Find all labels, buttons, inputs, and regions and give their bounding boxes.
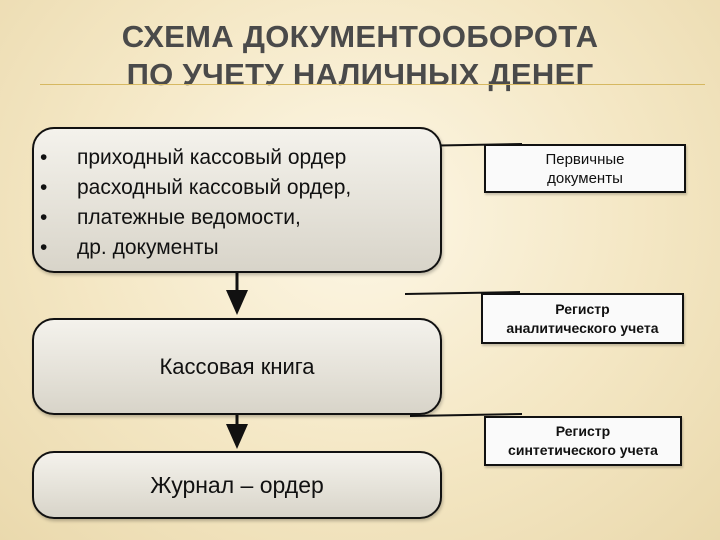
analytic-label-line-2: аналитического учета — [506, 319, 659, 336]
cash-book-label: Кассовая книга — [159, 353, 315, 379]
page-title: СХЕМА ДОКУМЕНТООБОРОТА ПО УЧЕТУ НАЛИЧНЫХ… — [0, 18, 720, 94]
journal-order-box: Журнал – ордер — [32, 451, 442, 519]
connector-synthetic — [409, 413, 523, 417]
primary-documents-label: Первичные документы — [484, 144, 686, 193]
documents-list-item: приходный кассовый ордер — [40, 143, 440, 173]
analytic-register-label: Регистр аналитического учета — [481, 293, 684, 344]
arrow-docs-to-book-head — [226, 290, 248, 315]
title-divider — [40, 84, 705, 85]
synthetic-label-line-1: Регистр — [555, 423, 611, 439]
primary-label-line-2: документы — [547, 169, 623, 187]
documents-list-item: расходный кассовый ордер, — [40, 173, 440, 203]
title-line-2: ПО УЧЕТУ НАЛИЧНЫХ ДЕНЕГ — [126, 57, 594, 92]
arrow-book-to-journal-head — [226, 424, 248, 449]
connector-analytic — [404, 291, 521, 295]
documents-list-item: платежные ведомости, — [40, 203, 440, 233]
documents-list-item: др. документы — [40, 233, 440, 263]
analytic-label-line-1: Регистр — [555, 300, 610, 317]
synthetic-register-label: Регистр синтетического учета — [484, 416, 682, 466]
title-line-1: СХЕМА ДОКУМЕНТООБОРОТА — [121, 19, 599, 54]
journal-order-label: Журнал – ордер — [150, 471, 324, 498]
cash-book-box: Кассовая книга — [32, 318, 442, 415]
documents-list: приходный кассовый ордер расходный кассо… — [34, 129, 440, 263]
documents-box: приходный кассовый ордер расходный кассо… — [32, 127, 442, 273]
primary-label-line-1: Первичные — [545, 150, 625, 168]
synthetic-label-line-2: синтетического учета — [508, 442, 658, 458]
